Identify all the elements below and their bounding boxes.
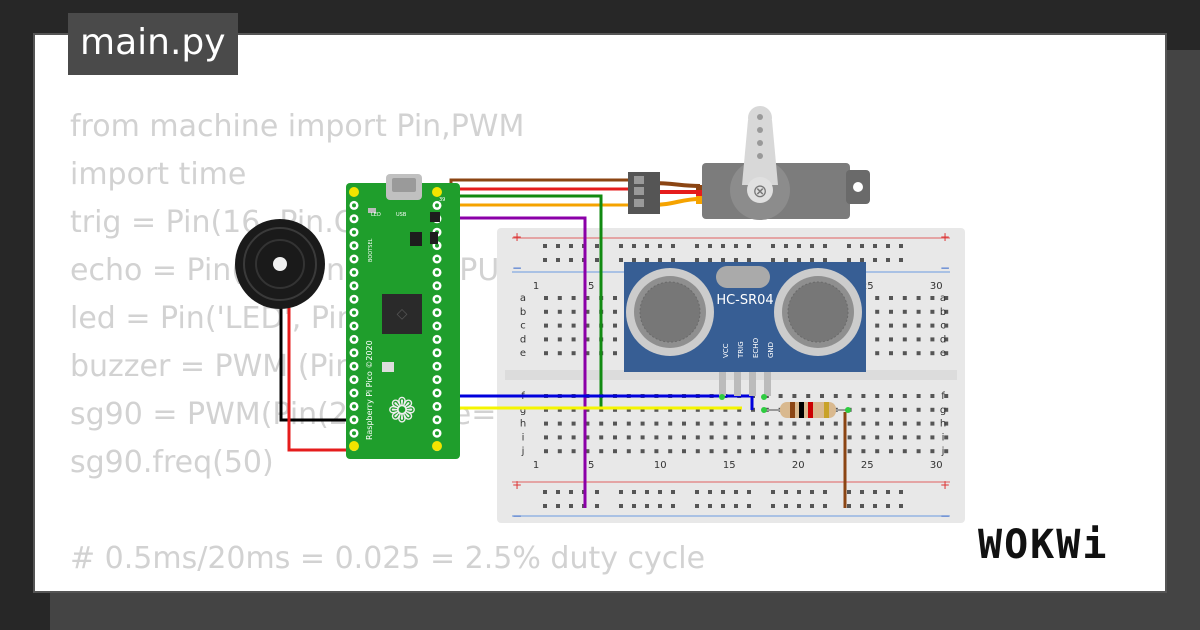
resistor[interactable] xyxy=(766,402,848,418)
row-letter: j xyxy=(521,446,525,457)
buzzer[interactable] xyxy=(235,219,325,309)
row-letter: i xyxy=(942,432,945,443)
rail-plus: + xyxy=(940,230,950,244)
rail-plus: + xyxy=(512,478,522,492)
code-line: from machine import Pin,PWM xyxy=(70,109,525,144)
rail-plus: + xyxy=(940,478,950,492)
row-letter: a xyxy=(520,293,526,304)
row-letter: b xyxy=(940,307,946,318)
rail-plus: + xyxy=(512,230,522,244)
row-letter: g xyxy=(940,405,946,416)
rail-minus: − xyxy=(512,261,522,275)
column-number: 25 xyxy=(861,460,874,471)
code-line: # 2.4ms/20ms = 0.12 = 12% duty cycle xyxy=(70,583,705,591)
row-letter: h xyxy=(940,419,946,430)
servo-screw-icon: ⊗ xyxy=(752,181,767,202)
column-number: 10 xyxy=(654,460,667,471)
column-number: 1 xyxy=(533,460,539,471)
filename-tab[interactable]: main.py xyxy=(68,13,238,75)
pico-bootsel-label: BOOTSEL xyxy=(368,238,374,262)
raspberry-logo-icon: ❁ xyxy=(388,391,417,431)
sensor-name: HC-SR04 xyxy=(716,293,773,308)
code-line: sg90.freq(50) xyxy=(70,445,274,480)
row-letter: c xyxy=(520,321,526,332)
pico-led-label: LED xyxy=(371,212,381,218)
row-letter: e xyxy=(520,348,526,359)
row-letter: b xyxy=(520,307,526,318)
sensor-pin-echo: ECHO xyxy=(752,337,760,358)
wire-black xyxy=(279,275,355,422)
rail-minus: − xyxy=(940,509,950,523)
sensor-pin-gnd: GND xyxy=(767,342,775,358)
row-letter: i xyxy=(522,432,525,443)
raspberry-pi-pico[interactable]: ◇ ❁ LED USB 39 BOOTSEL Raspberry Pi Pico… xyxy=(346,174,460,459)
servo-sg90[interactable]: ⊗ xyxy=(628,106,870,220)
pico-pin-label: 39 xyxy=(439,197,445,203)
row-letter: c xyxy=(940,321,946,332)
wire-orange xyxy=(449,203,632,212)
row-letter: h xyxy=(520,419,526,430)
sensor-pin-trig: TRIG xyxy=(737,341,745,359)
connection-dots xyxy=(719,394,851,413)
hc-sr04-sensor[interactable]: HC-SR04 VCC TRIG ECHO GND xyxy=(624,262,866,396)
row-letter: e xyxy=(940,348,946,359)
code-line: import time xyxy=(70,157,247,192)
code-line: # 0.5ms/20ms = 0.025 = 2.5% duty cycle xyxy=(70,541,706,576)
row-letter: d xyxy=(940,334,946,345)
pico-usb-label: USB xyxy=(396,212,407,218)
wokwi-logo: WOKWi xyxy=(978,522,1109,568)
column-number: 5 xyxy=(588,460,594,471)
row-letter: f xyxy=(941,391,945,402)
svg-text:◇: ◇ xyxy=(397,306,408,322)
column-number: 15 xyxy=(723,460,736,471)
column-number: 30 xyxy=(930,281,943,292)
column-number: 30 xyxy=(930,460,943,471)
row-letter: j xyxy=(941,446,945,457)
column-number: 5 xyxy=(588,281,594,292)
rail-minus: − xyxy=(940,261,950,275)
rail-minus: − xyxy=(512,509,522,523)
pico-board-text: Raspberry Pi Pico ©2020 xyxy=(365,340,374,440)
sensor-pin-vcc: VCC xyxy=(722,343,730,358)
row-letter: a xyxy=(940,293,946,304)
row-letter: g xyxy=(520,405,526,416)
pico-pins[interactable] xyxy=(349,187,442,452)
column-number: 20 xyxy=(792,460,805,471)
row-letter: d xyxy=(520,334,526,345)
column-number: 1 xyxy=(533,281,539,292)
wire-red-buzzer xyxy=(287,300,355,452)
column-number: 25 xyxy=(861,281,874,292)
